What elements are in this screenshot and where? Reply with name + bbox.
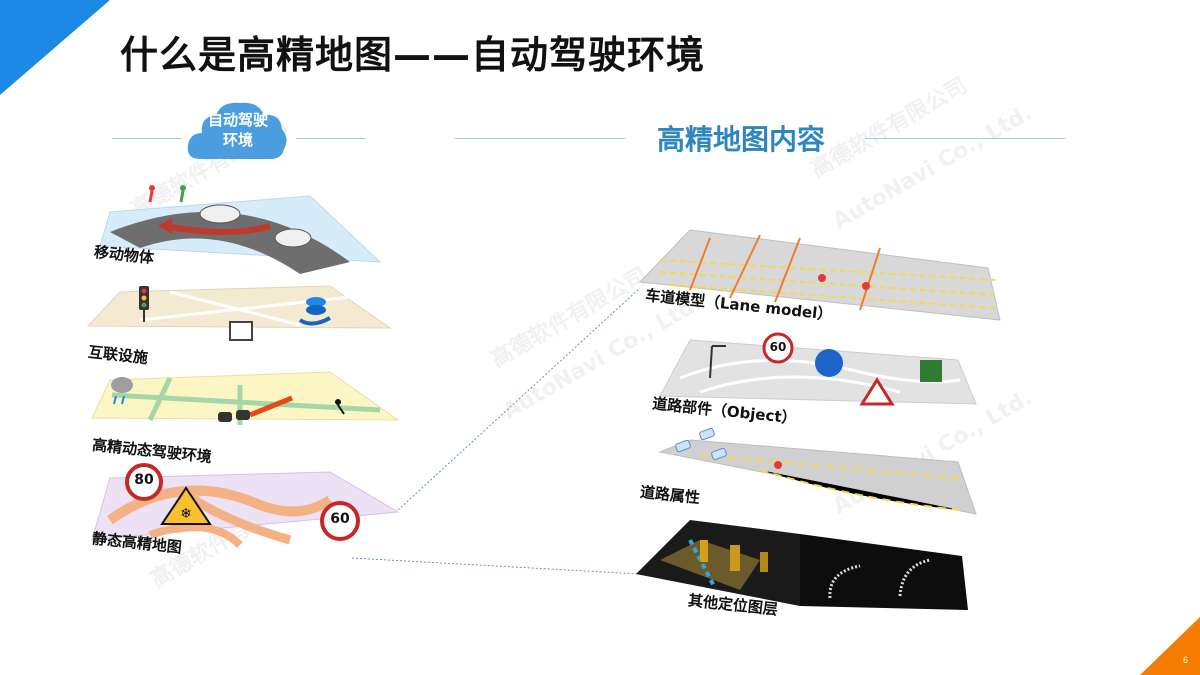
divider-line bbox=[865, 138, 1065, 139]
section-title-hd-map-content: 高精地图内容 bbox=[657, 123, 826, 156]
speed-limit-60-sign: 60 bbox=[330, 511, 350, 527]
page-title: 什么是高精地图——自动驾驶环境 bbox=[120, 33, 706, 77]
svg-text:❄: ❄ bbox=[180, 506, 192, 522]
layer-localization bbox=[636, 520, 968, 610]
page-number: 6 bbox=[1182, 655, 1188, 665]
cloud-label-line2: 环境 bbox=[222, 131, 253, 149]
cloud-label-line1: 自动驾驶 bbox=[207, 111, 268, 129]
connector-line bbox=[351, 557, 641, 575]
cloud-label: 自动驾驶 环境 bbox=[186, 110, 290, 150]
layer-connected-facilities bbox=[86, 285, 392, 341]
corner-decoration-bottom-right bbox=[1140, 617, 1200, 675]
layer-moving-objects bbox=[99, 185, 382, 274]
layer-road-objects bbox=[659, 332, 977, 406]
layer-dynamic-environment bbox=[91, 371, 400, 425]
connector-line bbox=[397, 287, 641, 511]
layer-road-attributes bbox=[658, 427, 977, 515]
layer-lane-model bbox=[638, 229, 1001, 321]
divider-line bbox=[112, 138, 182, 139]
corner-decoration-top-left bbox=[0, 0, 110, 95]
speed-limit-80-sign: 80 bbox=[134, 472, 154, 488]
speed-limit-60-sign-small: 60 bbox=[769, 340, 787, 354]
layer-static-hd-map: ❄ bbox=[91, 463, 400, 548]
cloud-icon bbox=[187, 102, 287, 159]
divider-line bbox=[455, 138, 625, 139]
divider-line bbox=[296, 138, 366, 139]
